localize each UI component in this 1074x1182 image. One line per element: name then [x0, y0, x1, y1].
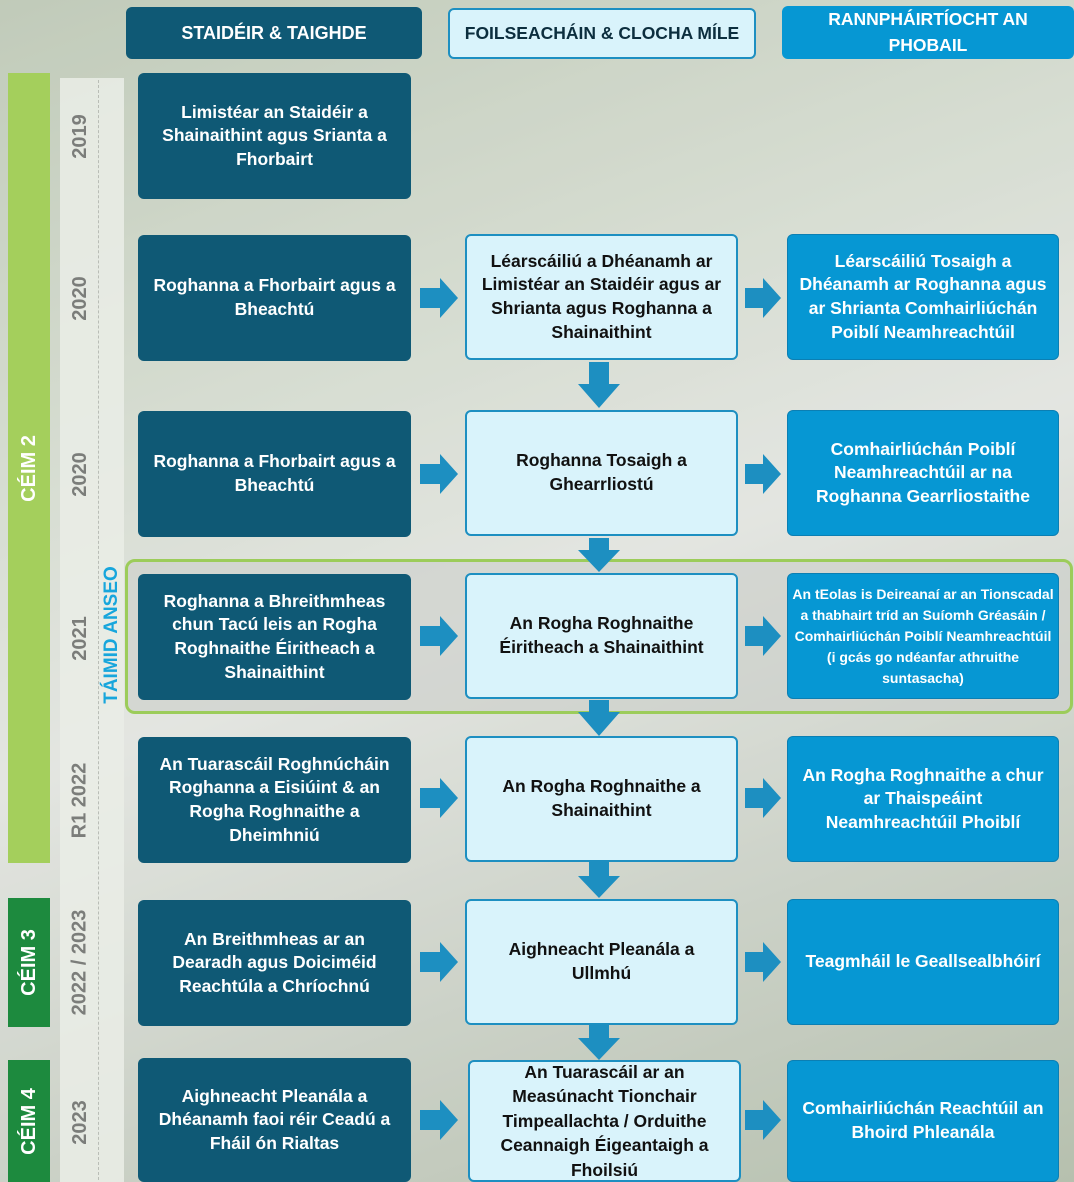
stage-bar-ceim-4: CÉIM 4	[8, 1060, 50, 1182]
arrow-right-icon	[745, 778, 781, 818]
step-box-research: Aighneacht Pleanála a Dhéanamh faoi réir…	[138, 1058, 411, 1182]
arrow-down-icon	[578, 362, 620, 408]
arrow-right-icon	[745, 454, 781, 494]
step-box-milestone: An Tuarascáil ar an Measúnacht Tionchair…	[468, 1060, 741, 1182]
step-box-research: Roghanna a Bhreithmheas chun Tacú leis a…	[138, 574, 411, 700]
arrow-right-icon	[420, 278, 458, 318]
arrow-right-icon	[745, 942, 781, 982]
step-box-research: An Tuarascáil Roghnúcháin Roghanna a Eis…	[138, 737, 411, 863]
arrow-right-icon	[420, 1100, 458, 1140]
step-box-consultation: Teagmháil le Geallsealbhóirí	[787, 899, 1059, 1025]
step-box-milestone: An Rogha Roghnaithe a Shainaithint	[465, 736, 738, 862]
step-box-milestone: An Rogha Roghnaithe Éiritheach a Shainai…	[465, 573, 738, 699]
step-box-milestone: Aighneacht Pleanála a Ullmhú	[465, 899, 738, 1025]
step-box-consultation: Comhairliúchán Poiblí Neamhreachtúil ar …	[787, 410, 1059, 536]
step-box-consultation: An Rogha Roghnaithe a chur ar Thaispeáin…	[787, 736, 1059, 862]
stage-bar-ceim-3: CÉIM 3	[8, 898, 50, 1027]
header-publications-milestones: FOILSEACHÁIN & CLOCHA MÍLE	[448, 8, 756, 59]
year-divider-line	[98, 80, 99, 1180]
arrow-down-icon	[578, 1024, 620, 1060]
step-box-milestone: Léarscáiliú a Dhéanamh ar Limistéar an S…	[465, 234, 738, 360]
arrow-right-icon	[420, 778, 458, 818]
header-studies-research: STAIDÉIR & TAIGHDE	[126, 7, 422, 59]
step-box-milestone: Roghanna Tosaigh a Ghearrliostú	[465, 410, 738, 536]
step-box-research: Roghanna a Fhorbairt agus a Bheachtú	[138, 411, 411, 537]
step-box-consultation: Comhairliúchán Reachtúil an Bhoird Phlea…	[787, 1060, 1059, 1182]
arrow-right-icon	[745, 1100, 781, 1140]
stage-bar-ceim-2: CÉIM 2	[8, 73, 50, 863]
step-box-research: Roghanna a Fhorbairt agus a Bheachtú	[138, 235, 411, 361]
step-box-study-area: Limistéar an Staidéir a Shainaithint agu…	[138, 73, 411, 199]
step-box-consultation: Léarscáiliú Tosaigh a Dhéanamh ar Roghan…	[787, 234, 1059, 360]
arrow-right-icon	[745, 616, 781, 656]
arrow-right-icon	[420, 454, 458, 494]
arrow-down-icon	[578, 700, 620, 736]
year-column	[60, 78, 124, 1182]
arrow-down-icon	[578, 538, 620, 572]
header-public-participation: RANNPHÁIRTÍOCHT AN PHOBAIL	[782, 6, 1074, 59]
arrow-right-icon	[420, 942, 458, 982]
arrow-right-icon	[420, 616, 458, 656]
arrow-down-icon	[578, 862, 620, 898]
step-box-research: An Breithmheas ar an Dearadh agus Doicim…	[138, 900, 411, 1026]
arrow-right-icon	[745, 278, 781, 318]
step-box-consultation: An tEolas is Deireanaí ar an Tionscadal …	[787, 573, 1059, 699]
